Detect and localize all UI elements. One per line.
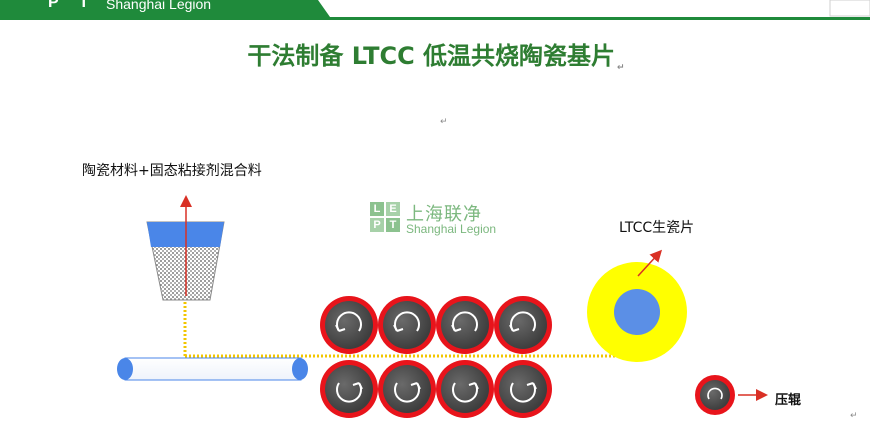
roller-row-bottom	[320, 360, 552, 418]
roller	[378, 360, 436, 418]
roller	[494, 296, 552, 354]
press-roller-legend	[695, 375, 768, 415]
conveyor-belt	[117, 357, 308, 381]
feed-path	[183, 298, 634, 358]
watermark-letter: P	[370, 218, 384, 232]
paragraph-mark: ↵	[850, 411, 858, 421]
hopper	[146, 195, 225, 301]
roller	[320, 360, 378, 418]
green-sheet-roll	[587, 249, 687, 362]
green-sheet-arrow	[637, 249, 663, 277]
roller-row-top	[320, 296, 552, 354]
roller	[320, 296, 378, 354]
roller	[378, 296, 436, 354]
header-logo: P T	[48, 0, 97, 11]
paragraph-mark: ↵	[440, 117, 448, 127]
page-title: 干法制备 LTCC 低温共烧陶瓷基片↵	[247, 42, 625, 73]
watermark-cn: 上海联净	[406, 204, 482, 225]
watermark-letter: T	[386, 218, 400, 232]
watermark-en: Shanghai Legion	[406, 222, 497, 236]
press-roller-label: 压辊	[775, 393, 802, 408]
roller	[494, 360, 552, 418]
roller	[436, 296, 494, 354]
header: P T Shanghai Legion	[0, 0, 870, 22]
watermark-letter: L	[370, 202, 384, 216]
roller	[436, 360, 494, 418]
watermark-letter: E	[386, 202, 400, 216]
legend-roller	[695, 375, 735, 415]
paragraph-mark: ↵	[617, 63, 625, 73]
material-label: 陶瓷材料+固态粘接剂混合料	[82, 163, 262, 179]
header-brand: Shanghai Legion	[106, 0, 212, 12]
header-bar	[0, 0, 870, 20]
green-sheet-label: LTCC生瓷片	[619, 220, 695, 236]
watermark-grid: L E P T	[370, 202, 402, 234]
